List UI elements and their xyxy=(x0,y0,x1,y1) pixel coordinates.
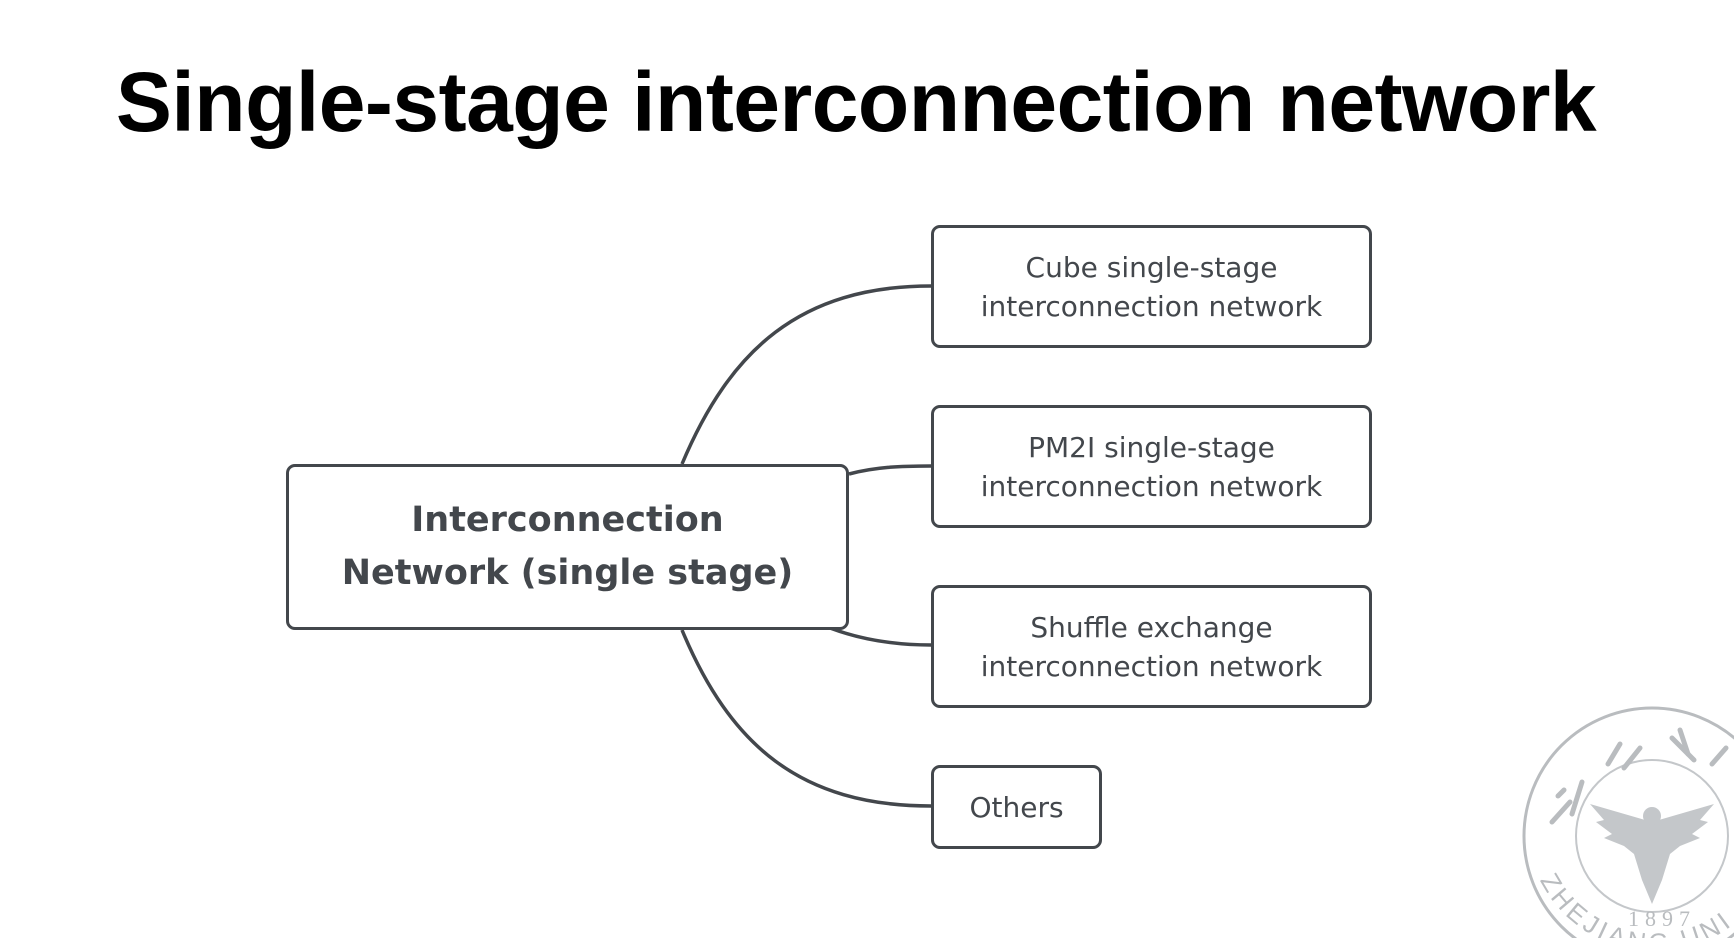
child-node-line2: interconnection network xyxy=(980,469,1323,503)
calligraphy-marks xyxy=(1549,727,1729,825)
root-node-line1: Interconnection xyxy=(411,500,724,540)
eagle-icon xyxy=(1590,804,1714,904)
child-node-shuffle: Shuffle exchange interconnection network xyxy=(931,585,1372,708)
child-node-line1: PM2I single-stage xyxy=(1028,430,1275,464)
connector-cube xyxy=(680,284,932,465)
root-node-line2: Network (single stage) xyxy=(341,553,794,593)
child-node-line1: Others xyxy=(969,790,1064,824)
child-node-cube: Cube single-stage interconnection networ… xyxy=(931,225,1372,348)
root-node: Interconnection Network (single stage) xyxy=(286,464,849,630)
child-node-line2: interconnection network xyxy=(980,649,1323,683)
svg-text:1897: 1897 xyxy=(1628,906,1696,931)
page-title: Single-stage interconnection network xyxy=(115,55,1597,149)
connector-shuffle xyxy=(829,626,932,647)
child-node-line1: Cube single-stage xyxy=(1025,250,1278,284)
child-node-line1: Shuffle exchange xyxy=(1030,610,1273,644)
connector-pm2i xyxy=(848,464,932,476)
university-seal-watermark: ZHEJIANG UNIVERSITY 1897 xyxy=(1512,704,1734,938)
connector-others xyxy=(680,629,932,808)
child-node-others: Others xyxy=(931,765,1102,849)
child-node-line2: interconnection network xyxy=(980,289,1323,323)
child-node-pm2i: PM2I single-stage interconnection networ… xyxy=(931,405,1372,528)
